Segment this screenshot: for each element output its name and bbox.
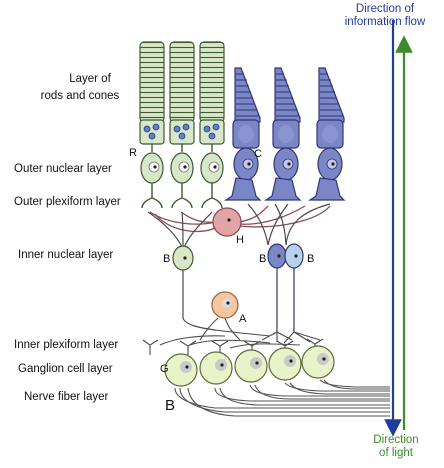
layer-label-rods-cones-1: Layer of — [69, 73, 111, 85]
layer-label-outer-plexiform: Outer plexiform layer — [14, 196, 121, 208]
cone-bipolar-cell-light — [284, 243, 304, 332]
cone-bipolar-letter-2: B — [307, 253, 314, 265]
rod-cell — [199, 41, 225, 209]
rod-letter: R — [129, 147, 137, 159]
cone-letter: C — [254, 148, 262, 160]
information-flow-label-2: information flow — [345, 16, 426, 28]
ganglion-cell — [301, 345, 335, 379]
panel-letter: B — [165, 397, 175, 414]
nerve-fibers — [174, 379, 390, 417]
cone-bipolar-letter-1: B — [259, 253, 266, 265]
ganglion-cells — [164, 345, 335, 387]
light-direction-label-1: Direction — [373, 434, 418, 446]
horizontal-cell — [212, 207, 242, 237]
ganglion-cell — [164, 353, 198, 387]
rod-cell — [139, 41, 165, 209]
layer-label-nerve-fiber: Nerve fiber layer — [24, 391, 109, 403]
cone-cells — [224, 67, 346, 201]
cone-cell — [224, 67, 262, 201]
horizontal-cell-letter: H — [236, 234, 244, 246]
ganglion-cell — [268, 347, 302, 381]
layer-label-ganglion: Ganglion cell layer — [18, 363, 113, 375]
layer-label-inner-nuclear: Inner nuclear layer — [18, 249, 113, 261]
layer-label-rods-cones-2: rods and cones — [41, 90, 120, 102]
cone-cell — [308, 67, 346, 201]
layer-label-inner-plexiform: Inner plexiform layer — [14, 339, 118, 351]
ganglion-cell — [234, 349, 268, 383]
rod-bipolar-letter: B — [163, 253, 170, 265]
amacrine-cell — [211, 291, 239, 319]
amacrine-letter: A — [239, 313, 247, 325]
rod-cell — [169, 41, 195, 209]
rod-bipolar-cell — [172, 245, 216, 331]
cone-bipolar-cell — [267, 243, 287, 332]
light-direction-label-2: of light — [379, 447, 414, 459]
inner-plexiform-processes — [142, 317, 324, 356]
cone-cell — [264, 67, 302, 201]
ganglion-letter: G — [160, 363, 169, 375]
layer-label-outer-nuclear: Outer nuclear layer — [14, 163, 112, 175]
rod-cells — [139, 41, 225, 209]
ganglion-cell — [199, 351, 233, 385]
information-flow-label-1: Direction of — [356, 3, 415, 15]
